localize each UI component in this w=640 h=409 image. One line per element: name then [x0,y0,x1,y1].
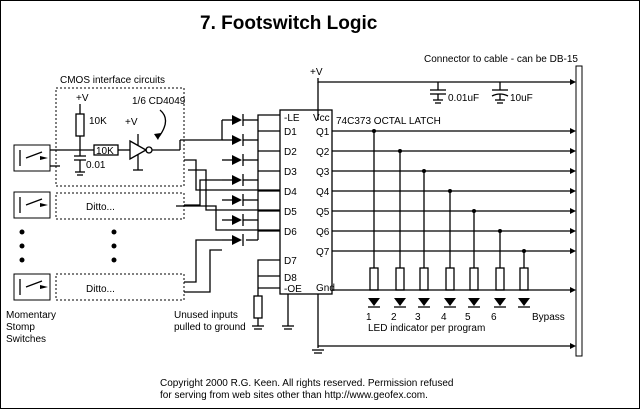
momentary-label-2: Stomp [6,322,35,333]
footswitch-3 [13,273,51,301]
led-num-5: 5 [465,312,471,323]
d4-label: D4 [284,187,297,198]
d6-label: D6 [284,227,297,238]
c001-label: 0.01 [86,160,106,171]
led-num-1: 1 [366,312,372,323]
svg-text:10K: 10K [96,146,114,157]
vcc-label: Vcc [313,113,330,124]
q6-label: Q6 [316,227,330,238]
ditto2-label: Ditto... [86,284,115,295]
connector-label: Connector to cable - can be DB-15 [424,54,578,65]
q2-label: Q2 [316,147,330,158]
ditto1-label: Ditto... [86,202,115,213]
gate-label: 1/6 CD4049 [132,96,186,107]
vplus-top-label: +V [310,67,323,78]
connector-bar [575,65,583,357]
momentary-label-3: Switches [6,334,46,345]
chip-label: 74C373 OCTAL LATCH [336,116,441,127]
vplus-gate-label: +V [125,117,138,128]
led-num-6: 6 [491,312,497,323]
le-label: -LE [284,113,300,124]
d5-label: D5 [284,207,297,218]
d2-label: D2 [284,147,297,158]
q7-label: Q7 [316,247,330,258]
d3-label: D3 [284,167,297,178]
copyright-line-1: Copyright 2000 R.G. Keen. All rights res… [160,378,453,389]
led-indicator-label: LED indicator per program [368,323,485,334]
cmos-interface-box [55,87,185,187]
cmos-label: CMOS interface circuits [60,75,165,86]
oe-label: -OE [284,284,302,295]
latch-chip [279,109,333,295]
led-num-3: 3 [415,312,421,323]
cap1-label: 0.01uF [448,93,479,104]
d7-label: D7 [284,256,297,267]
q1-label: Q1 [316,127,330,138]
input-diodes [176,114,280,293]
q4-label: Q4 [316,187,330,198]
page-title: 7. Footswitch Logic [200,13,378,34]
cmos-interface-circuit: 10K [60,104,181,176]
cap2-label: 10uF [510,93,533,104]
latch-enable-wiring [246,114,280,241]
led-indicators [368,129,530,308]
gnd-label: Gnd [316,283,335,294]
unused1-label: Unused inputs [174,310,238,321]
vplus-rail [317,78,576,120]
ditto-box-1 [55,192,185,220]
d1-label: D1 [284,127,297,138]
led-num-2: 2 [391,312,397,323]
ditto-box-2 [55,273,185,301]
footswitch-2 [13,191,51,219]
momentary-label-1: Momentary [6,310,56,321]
footswitch-1 [13,144,60,172]
continuation-dots [19,229,117,263]
q3-label: Q3 [316,167,330,178]
unused2-label: pulled to ground [174,322,246,333]
led-num-4: 4 [441,312,447,323]
d8-label: D8 [284,273,297,284]
copyright-line-2: for serving from web sites other than ht… [160,390,428,401]
bypass-label: Bypass [532,312,565,323]
unused-inputs-ground [252,259,294,330]
q5-label: Q5 [316,207,330,218]
r10k-a-label: 10K [89,116,107,127]
vplus-left-label: +V [76,93,89,104]
